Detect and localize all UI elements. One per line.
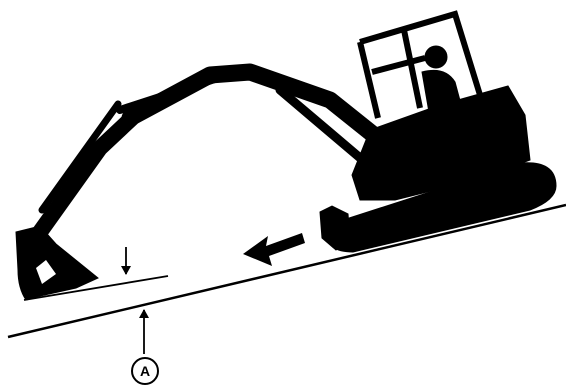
excavator-icon xyxy=(16,14,556,300)
dimension-arrow-bottom xyxy=(139,309,149,354)
callout-a-label: A xyxy=(140,363,150,379)
dimension-arrow-top xyxy=(121,247,131,275)
left-arrow-icon xyxy=(243,233,305,266)
excavator-arm xyxy=(40,118,132,232)
excavator-blade xyxy=(320,206,350,250)
callout-a: A xyxy=(132,358,158,384)
bucket-cylinder xyxy=(42,104,118,210)
slope-ground-line xyxy=(8,205,566,337)
excavator-boom xyxy=(130,72,380,140)
operator-head xyxy=(425,46,447,68)
